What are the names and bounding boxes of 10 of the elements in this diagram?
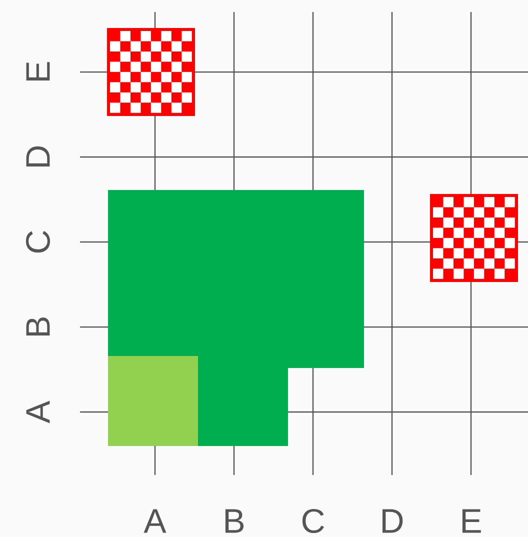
axis-label: E <box>462 509 481 533</box>
axis-label: D <box>382 509 403 533</box>
axis-label: C <box>26 231 50 253</box>
axis-label: B <box>225 509 244 533</box>
axis-label: C <box>302 508 324 534</box>
axis-label: B <box>26 317 50 336</box>
axis-label: A <box>144 509 166 533</box>
axis-label: A <box>26 400 50 424</box>
axis-label: E <box>26 62 50 81</box>
axis-label: D <box>26 146 50 166</box>
